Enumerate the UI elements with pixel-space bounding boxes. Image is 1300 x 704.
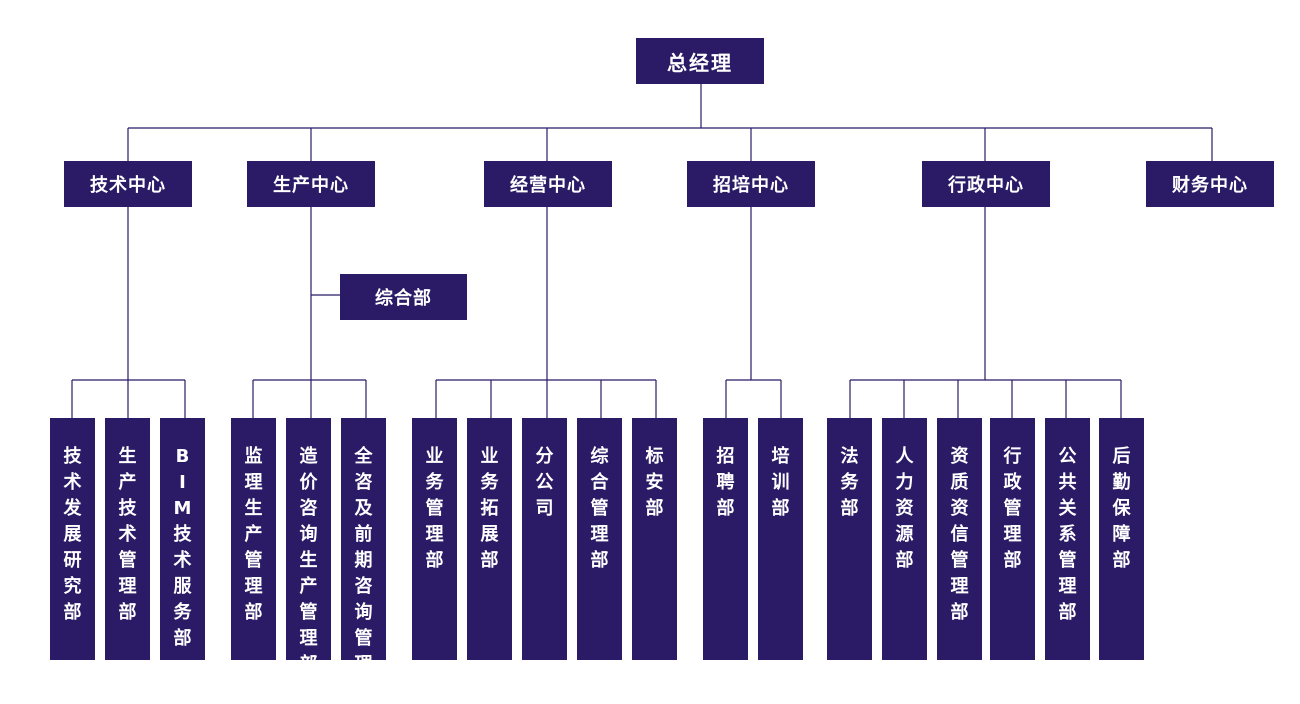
dept-label: 综合管理部 — [590, 446, 609, 571]
dept-box: 招聘部 — [703, 418, 748, 660]
dept-label: 法务部 — [840, 446, 859, 519]
dept-label: 后勤保障部 — [1112, 446, 1131, 571]
dept-label: 造价咨询生产管理部 — [299, 446, 318, 675]
dept-label: 资质资信管理部 — [950, 446, 969, 623]
dept-label: 培训部 — [771, 446, 790, 519]
business-center-box: 经营中心 — [484, 161, 612, 207]
dept-box: 业务管理部 — [412, 418, 457, 660]
dept-box: BIM技术服务部 — [160, 418, 205, 660]
dept-box: 后勤保障部 — [1099, 418, 1144, 660]
finance-center-box: 财务中心 — [1146, 161, 1274, 207]
finance-center-label: 财务中心 — [1172, 175, 1248, 196]
dept-label: 招聘部 — [716, 446, 735, 519]
dept-box: 公共关系管理部 — [1045, 418, 1090, 660]
dept-label: 标安部 — [645, 446, 664, 519]
production-general-dept-label: 综合部 — [375, 288, 432, 309]
dept-label: 技术发展研究部 — [63, 446, 82, 623]
dept-box: 综合管理部 — [577, 418, 622, 660]
production-center-box: 生产中心 — [247, 161, 375, 207]
admin-center-box: 行政中心 — [922, 161, 1050, 207]
dept-box: 生产技术管理部 — [105, 418, 150, 660]
general-manager-box: 总经理 — [636, 38, 764, 84]
dept-label: BIM技术服务部 — [173, 446, 192, 649]
dept-box: 人力资源部 — [882, 418, 927, 660]
general-manager-label: 总经理 — [667, 50, 733, 75]
dept-label: 公共关系管理部 — [1058, 446, 1077, 623]
production-center-label: 生产中心 — [273, 175, 349, 196]
dept-box: 监理生产管理部 — [231, 418, 276, 660]
dept-box: 资质资信管理部 — [937, 418, 982, 660]
tech-center-label: 技术中心 — [90, 175, 166, 196]
dept-box: 法务部 — [827, 418, 872, 660]
business-center-label: 经营中心 — [510, 175, 586, 196]
recruit-center-label: 招培中心 — [713, 175, 789, 196]
dept-label: 人力资源部 — [895, 446, 914, 571]
recruit-center-box: 招培中心 — [687, 161, 815, 207]
dept-label: 业务拓展部 — [480, 446, 499, 571]
dept-box: 技术发展研究部 — [50, 418, 95, 660]
admin-center-label: 行政中心 — [948, 175, 1024, 196]
dept-label: 业务管理部 — [425, 446, 444, 571]
production-general-dept-box: 综合部 — [340, 274, 467, 320]
dept-box: 造价咨询生产管理部 — [286, 418, 331, 675]
dept-label: 分公司 — [535, 446, 554, 519]
dept-box: 业务拓展部 — [467, 418, 512, 660]
dept-label: 生产技术管理部 — [118, 446, 137, 623]
dept-box: 培训部 — [758, 418, 803, 660]
dept-box: 行政管理部 — [990, 418, 1035, 660]
dept-box: 分公司 — [522, 418, 567, 660]
dept-box: 标安部 — [632, 418, 677, 660]
dept-label: 全咨及前期咨询管理部 — [354, 446, 373, 701]
dept-label: 监理生产管理部 — [244, 446, 263, 623]
dept-label: 行政管理部 — [1003, 446, 1022, 571]
dept-box: 全咨及前期咨询管理部 — [341, 418, 386, 701]
tech-center-box: 技术中心 — [64, 161, 192, 207]
